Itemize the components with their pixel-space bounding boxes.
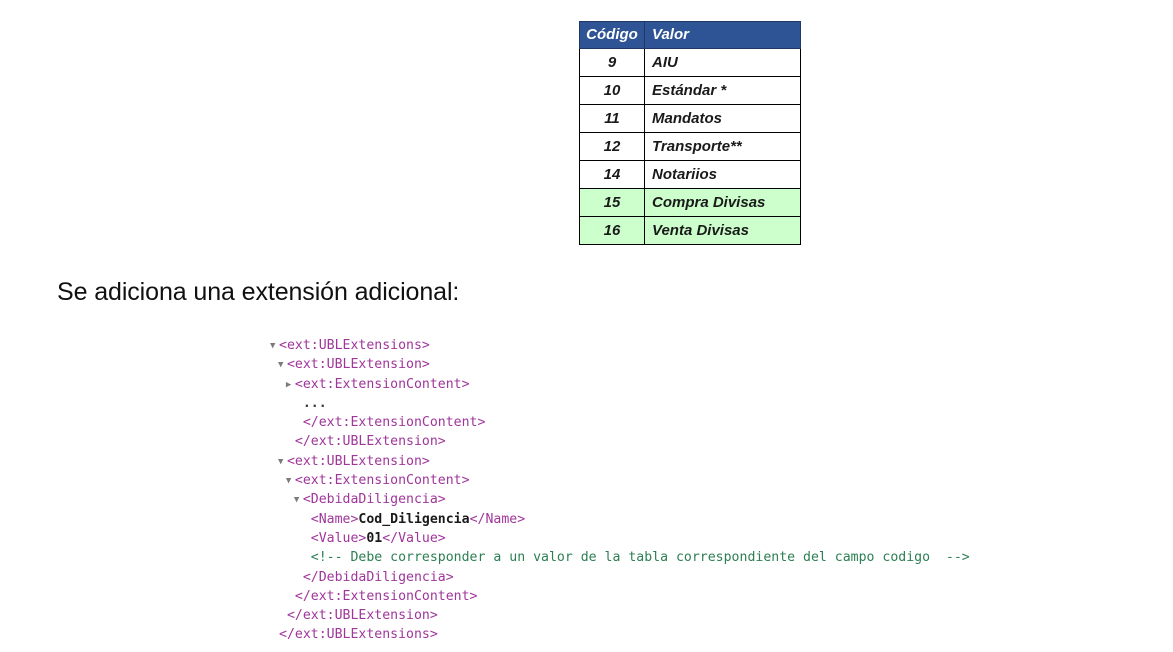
- xml-line: </DebidaDiligencia>: [270, 568, 970, 587]
- xml-indent: [270, 570, 294, 585]
- triangle-spacer: [294, 569, 303, 588]
- column-header-codigo: Código: [579, 21, 645, 49]
- xml-indent: [270, 454, 278, 469]
- xml-tag: <ext:UBLExtension>: [286, 357, 430, 373]
- xml-tag: <DebidaDiligencia>: [302, 492, 446, 508]
- xml-indent: [270, 492, 294, 507]
- xml-tag: <ext:UBLExtension>: [286, 453, 430, 469]
- xml-indent: [270, 550, 302, 565]
- xml-tag: </ext:UBLExtension>: [294, 434, 446, 450]
- triangle-spacer: [278, 607, 287, 626]
- xml-indent: [270, 473, 286, 488]
- triangle-spacer: [286, 588, 295, 607]
- xml-line: ▼<ext:UBLExtensions>: [270, 336, 970, 355]
- triangle-down-icon[interactable]: ▼: [285, 476, 292, 487]
- cell-valor: Estándar *: [644, 76, 801, 105]
- xml-tag: <ext:UBLExtensions>: [279, 338, 430, 353]
- triangle-down-icon[interactable]: ▼: [277, 360, 284, 371]
- triangle-down-icon[interactable]: ▼: [277, 456, 284, 467]
- xml-text-content: Cod_Diligencia: [358, 511, 470, 527]
- xml-tag: </ext:ExtensionContent>: [294, 588, 478, 604]
- xml-indent: [270, 434, 286, 449]
- xml-tag: <ext:ExtensionContent>: [294, 376, 470, 392]
- xml-line: ...: [270, 394, 970, 413]
- cell-codigo: 12: [579, 132, 645, 161]
- triangle-spacer: [302, 530, 311, 549]
- xml-line: ▶<ext:ExtensionContent>: [270, 375, 970, 394]
- triangle-spacer: [302, 511, 311, 530]
- triangle-down-icon[interactable]: ▼: [270, 341, 276, 351]
- xml-line: ▼<ext:UBLExtension>: [270, 452, 970, 471]
- section-heading: Se adiciona una extensión adicional:: [57, 278, 460, 306]
- xml-tag: </ext:UBLExtensions>: [279, 627, 438, 643]
- triangle-spacer: [294, 395, 303, 414]
- cell-codigo: 16: [579, 216, 645, 245]
- cell-valor: Compra Divisas: [644, 188, 801, 217]
- xml-line: </ext:UBLExtension>: [270, 432, 970, 451]
- cell-valor: Notariios: [644, 160, 801, 189]
- cell-codigo: 11: [579, 104, 645, 133]
- xml-close-tag: </Value>: [382, 530, 446, 546]
- cell-valor: Mandatos: [644, 104, 801, 133]
- xml-line: </ext:UBLExtensions>: [270, 625, 970, 644]
- cell-codigo: 15: [579, 188, 645, 217]
- xml-code-block: ▼<ext:UBLExtensions> ▼<ext:UBLExtension>…: [270, 336, 970, 645]
- table-header: Código Valor: [579, 21, 801, 49]
- triangle-down-icon[interactable]: ▼: [293, 495, 300, 506]
- triangle-spacer: [302, 549, 311, 568]
- xml-indent: [270, 512, 302, 527]
- xml-line: <Name>Cod_Diligencia</Name>: [270, 510, 970, 529]
- cell-codigo: 10: [579, 76, 645, 105]
- xml-indent: [270, 377, 286, 392]
- triangle-spacer: [286, 433, 295, 452]
- xml-comment: <!-- Debe corresponder a un valor de la …: [310, 550, 970, 566]
- xml-indent: [270, 608, 278, 623]
- xml-ellipsis: ...: [302, 395, 327, 411]
- cell-codigo: 9: [579, 48, 645, 77]
- xml-line: </ext:UBLExtension>: [270, 606, 970, 625]
- triangle-right-icon[interactable]: ▶: [285, 379, 292, 390]
- xml-line: ▼<ext:UBLExtension>: [270, 355, 970, 374]
- cell-valor: Transporte**: [644, 132, 801, 161]
- xml-text-content: 01: [366, 530, 383, 546]
- triangle-spacer: [270, 626, 279, 645]
- xml-open-tag: <Value>: [310, 530, 367, 546]
- xml-tag: </DebidaDiligencia>: [302, 569, 454, 585]
- table-header-row: Código Valor: [579, 21, 801, 49]
- cell-valor: Venta Divisas: [644, 216, 801, 245]
- xml-line: <Value>01</Value>: [270, 529, 970, 548]
- xml-indent: [270, 396, 294, 411]
- xml-indent: [270, 357, 278, 372]
- xml-close-tag: </Name>: [469, 511, 526, 527]
- xml-open-tag: <Name>: [310, 511, 359, 527]
- xml-indent: [270, 589, 286, 604]
- xml-tag: </ext:UBLExtension>: [286, 608, 438, 624]
- xml-line: </ext:ExtensionContent>: [270, 413, 970, 432]
- xml-line: ▼<DebidaDiligencia>: [270, 490, 970, 509]
- xml-line: </ext:ExtensionContent>: [270, 587, 970, 606]
- triangle-spacer: [294, 414, 303, 433]
- column-header-valor: Valor: [644, 21, 801, 49]
- xml-tag: </ext:ExtensionContent>: [302, 415, 486, 431]
- xml-indent: [270, 415, 294, 430]
- xml-tag: <ext:ExtensionContent>: [294, 473, 470, 489]
- xml-line: ▼<ext:ExtensionContent>: [270, 471, 970, 490]
- cell-valor: AIU: [644, 48, 801, 77]
- xml-line: <!-- Debe corresponder a un valor de la …: [270, 548, 970, 567]
- xml-indent: [270, 531, 302, 546]
- cell-codigo: 14: [579, 160, 645, 189]
